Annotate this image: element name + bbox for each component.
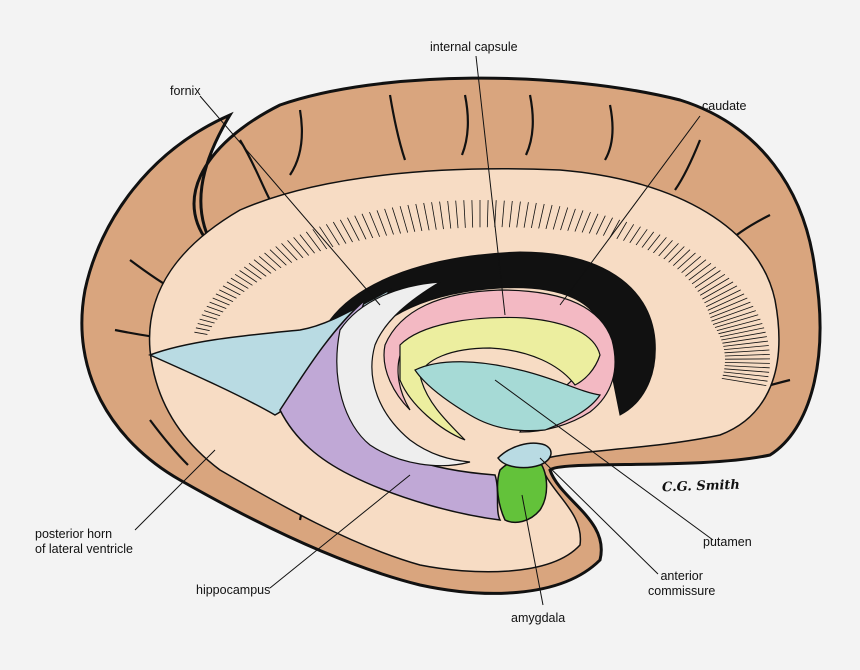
fiber-line — [702, 293, 745, 313]
fiber-line — [724, 349, 770, 354]
fiber-line — [724, 368, 770, 373]
label-amygdala: amygdala — [511, 611, 566, 625]
label-anterior-commissure-line2: commissure — [648, 584, 716, 598]
leader-posterior-horn — [134, 449, 216, 531]
artist-signature: C.G. Smith — [661, 477, 741, 496]
label-posterior-horn-line2: of lateral ventricle — [35, 542, 133, 556]
putamen-shape — [414, 361, 602, 432]
fiber-line — [723, 371, 769, 378]
leader-caudate — [559, 115, 701, 306]
fiber-line — [722, 374, 768, 382]
fiber-line — [724, 362, 770, 364]
fiber-line — [705, 297, 748, 316]
label-anterior-commissure-line1: anterior — [660, 569, 703, 583]
fiber-line — [710, 305, 754, 322]
fiber-line — [719, 327, 765, 338]
leader-hippocampus — [269, 474, 411, 589]
leader-lines — [134, 55, 714, 606]
fiber-line — [721, 378, 767, 386]
fiber-line — [723, 345, 769, 350]
fiber-line — [708, 301, 751, 319]
label-internal-capsule: internal capsule — [430, 40, 518, 54]
fiber-line — [712, 310, 756, 325]
hippocampus-shape — [279, 299, 502, 521]
leader-fornix — [199, 95, 381, 306]
label-fornix: fornix — [170, 84, 201, 98]
fiber-line — [721, 331, 766, 341]
internal-capsule-shape — [399, 316, 601, 441]
fornix-shape — [336, 281, 471, 467]
label-posterior-horn-line1: posterior horn — [35, 527, 113, 541]
label-posterior-horn: posterior horn of lateral ventricle — [35, 527, 133, 557]
anterior-commissure-shape — [497, 442, 552, 469]
leader-internal-capsule — [475, 55, 506, 316]
leader-anterior-commissure — [539, 457, 659, 575]
leader-amygdala — [521, 494, 544, 606]
fiber-line — [724, 365, 770, 369]
fiber-line — [714, 314, 759, 328]
fiber-line — [716, 318, 761, 331]
fiber-line — [700, 289, 741, 310]
fiber-line — [722, 336, 767, 344]
label-hippocampus: hippocampus — [196, 583, 271, 597]
label-anterior-commissure: anterior commissure — [648, 569, 715, 599]
fiber-line — [718, 323, 763, 335]
fiber-line — [724, 354, 770, 357]
label-caudate: caudate — [702, 99, 747, 113]
leader-putamen — [494, 379, 714, 541]
label-putamen: putamen — [703, 535, 752, 549]
fiber-line — [723, 340, 769, 347]
